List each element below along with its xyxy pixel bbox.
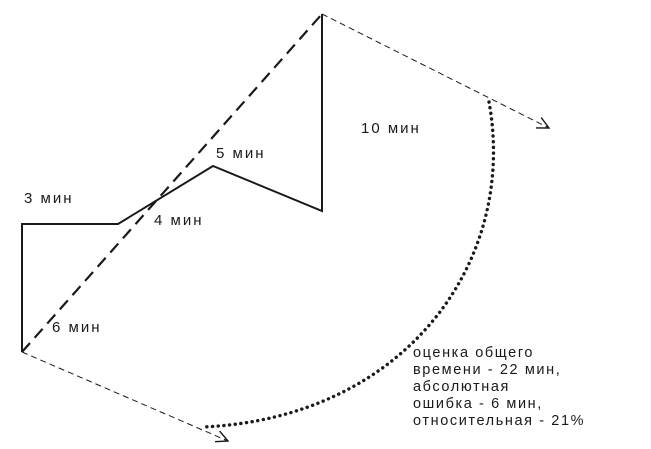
segment-label-5-min: 5 мин xyxy=(216,145,266,162)
summary-line: времени - 22 мин, xyxy=(413,362,562,378)
lower-arrow-line xyxy=(21,351,228,441)
segment-label-6-min: 6 мин xyxy=(52,319,102,336)
upper-arrow-line xyxy=(321,13,549,128)
segment-label-3-min: 3 мин xyxy=(24,190,74,207)
dotted-arc xyxy=(201,100,496,429)
estimate-summary: оценка общего времени - 22 мин, абсолютн… xyxy=(413,345,648,430)
summary-line: ошибка - 6 мин, xyxy=(413,396,543,412)
summary-line: оценка общего xyxy=(413,345,535,361)
route-path xyxy=(21,14,323,352)
segment-label-10-min: 10 мин xyxy=(361,120,421,137)
segment-label-4-min: 4 мин xyxy=(154,212,204,229)
summary-line: относительная - 21% xyxy=(413,413,586,429)
summary-line: абсолютная xyxy=(413,379,510,395)
straight-estimate-line xyxy=(21,13,323,353)
